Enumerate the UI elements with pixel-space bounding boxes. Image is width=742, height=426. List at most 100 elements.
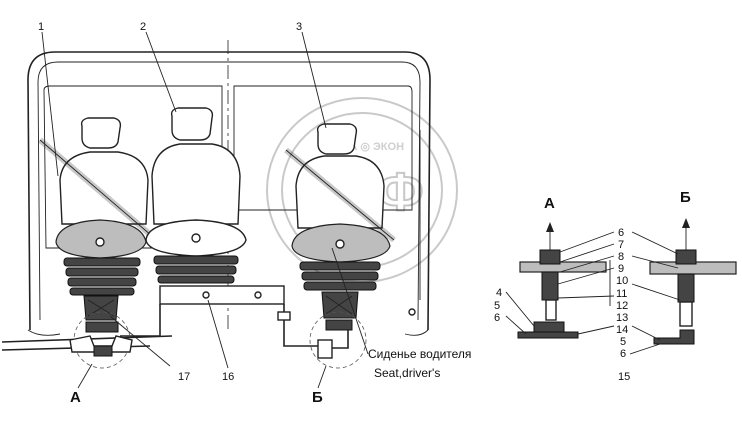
seat-back-1 xyxy=(59,151,149,225)
detail-b-arrow xyxy=(682,218,690,228)
leader-8-b xyxy=(631,255,679,269)
callout-5-right: 5 xyxy=(620,336,626,348)
leader-11-b xyxy=(631,283,681,301)
detail-b-nut-top xyxy=(675,249,697,265)
callout-1: 1 xyxy=(38,21,44,33)
leader-9 xyxy=(557,267,615,285)
callout-11: 11 xyxy=(616,288,627,300)
detail-circle-b xyxy=(309,311,367,369)
callout-15: 15 xyxy=(618,371,630,383)
crossbar-bolt-a xyxy=(202,291,210,299)
seat-3-driver xyxy=(284,123,396,319)
detail-title-a: А xyxy=(544,195,555,212)
caption-en: Seat,driver's xyxy=(374,366,440,380)
seat-1 xyxy=(38,117,154,321)
support-frame xyxy=(120,285,318,347)
leader-12 xyxy=(557,295,615,299)
leader-16 xyxy=(207,299,229,369)
callout-6-right: 6 xyxy=(618,227,624,239)
callout-5-left: 5 xyxy=(494,300,500,312)
callout-4: 4 xyxy=(496,287,502,299)
rear-window-right xyxy=(233,85,413,211)
leader-2 xyxy=(145,31,177,113)
callout-12: 12 xyxy=(616,300,628,312)
headrest-2 xyxy=(170,107,214,141)
detail-a-fitting xyxy=(533,321,565,333)
cushion-knob-2 xyxy=(191,233,201,243)
leader-7 xyxy=(559,243,615,263)
leader-view-a xyxy=(77,363,93,389)
cab-corner-right xyxy=(404,329,429,336)
suspension-bellows-3b xyxy=(301,271,379,281)
detail-leaders xyxy=(505,231,681,355)
leader-17 xyxy=(109,315,171,367)
cushion-knob-1 xyxy=(95,237,105,247)
callout-8: 8 xyxy=(618,251,624,263)
seat-2 xyxy=(145,107,247,284)
leader-view-b xyxy=(317,365,327,389)
valve-assembly-b xyxy=(309,311,367,369)
callout-16: 16 xyxy=(222,371,234,383)
air-line-right xyxy=(283,304,318,347)
suspension-bellows-2c xyxy=(157,275,235,284)
valve-housing-a xyxy=(69,335,133,353)
callout-9: 9 xyxy=(618,263,624,275)
seat-back-3 xyxy=(295,155,385,229)
view-label-a-main: А xyxy=(70,389,81,406)
valve-elbow-b xyxy=(317,339,333,359)
seat-back-2 xyxy=(151,143,241,225)
crossbar-bolt-b xyxy=(254,291,262,299)
leader-5-lower xyxy=(577,325,615,335)
leader-6-top xyxy=(559,231,615,253)
detail-a-stem xyxy=(545,299,557,321)
crossbar-16 xyxy=(159,285,285,305)
detail-b-elbow xyxy=(653,329,695,345)
leader-6-a xyxy=(505,315,527,335)
callout-14: 14 xyxy=(616,324,628,336)
leader-lines-main xyxy=(41,31,369,369)
suspension-bellows-3c xyxy=(303,281,377,291)
air-line-left xyxy=(120,304,161,337)
callout-6-bottom: 6 xyxy=(620,348,626,360)
leader-5-b xyxy=(631,325,661,341)
caption-ru: Сиденье водителя xyxy=(368,347,471,361)
detail-title-b: Б xyxy=(680,189,691,206)
cab-inner-frame xyxy=(37,61,421,321)
detail-a-nut-top xyxy=(539,249,561,265)
detail-view-a: А xyxy=(517,195,607,339)
detail-a-bolt xyxy=(541,271,559,301)
headrest-3 xyxy=(316,123,358,155)
leader-1 xyxy=(41,31,59,177)
leader-6-b xyxy=(631,231,679,255)
seat-belt-3-edge xyxy=(285,149,395,241)
valve-cap-a xyxy=(93,345,113,357)
headrest-1 xyxy=(80,117,122,149)
callout-10: 10 xyxy=(616,275,628,287)
detail-a-arrow xyxy=(546,222,554,232)
valve-body-b xyxy=(325,319,353,331)
cushion-knob-3 xyxy=(335,239,345,249)
callout-6-left: 6 xyxy=(494,312,500,324)
detail-view-b: Б xyxy=(649,189,737,345)
callout-3: 3 xyxy=(296,21,302,33)
leader-8 xyxy=(559,255,615,273)
cab-corner-left xyxy=(27,329,61,336)
detail-b-stem xyxy=(679,301,693,327)
callout-17: 17 xyxy=(178,371,190,383)
suspension-bellows-1d xyxy=(69,287,135,296)
detail-b-bolt xyxy=(677,273,695,303)
cab-outer-frame xyxy=(27,51,431,331)
suspension-bellows-1c xyxy=(67,277,137,287)
valve-body-a xyxy=(85,321,119,333)
air-line-clamp xyxy=(277,311,291,321)
valve-pipe-b xyxy=(332,330,349,349)
leader-15 xyxy=(629,343,661,355)
suspension-bellows-3a xyxy=(299,261,381,271)
leader-caption xyxy=(331,247,369,355)
callout-13: 13 xyxy=(616,312,628,324)
cab-bolt-right xyxy=(408,308,416,316)
leader-3 xyxy=(301,31,327,129)
suspension-bellows-1a xyxy=(63,257,141,267)
